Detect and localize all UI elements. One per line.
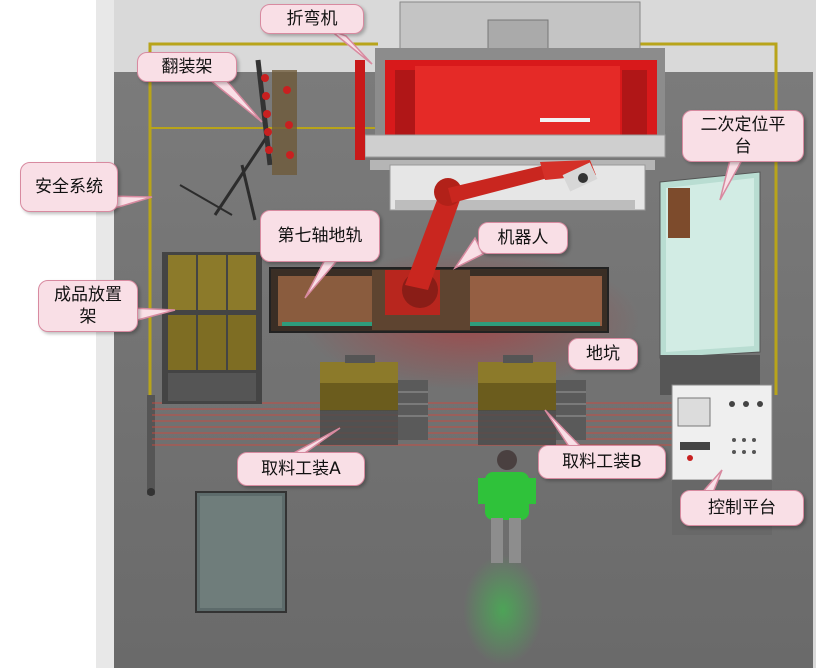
fence-post: [147, 395, 155, 495]
pickup-fixture-b: [478, 355, 586, 445]
workbench: [195, 491, 287, 613]
callout-seventh-axis-rail-text: 第七轴地轨: [277, 226, 363, 246]
operator: [478, 450, 536, 563]
callout-pickup-fixture-a: 取料工装A: [237, 452, 365, 486]
callout-pit-text: 地坑: [586, 344, 620, 364]
secondary-positioning-platform: [659, 171, 761, 395]
callout-pickup-fixture-b: 取料工装B: [538, 445, 666, 479]
callout-control-platform-text: 控制平台: [708, 498, 776, 518]
callout-finished-rack: 成品放置架: [38, 280, 138, 332]
pickup-fixture-a: [320, 355, 428, 445]
callout-seventh-axis-rail: 第七轴地轨: [260, 210, 380, 262]
press-brake: [355, 1, 666, 211]
callout-robot-text: 机器人: [497, 228, 549, 248]
callout-pit: 地坑: [568, 338, 638, 370]
callout-finished-rack-text: 成品放置架: [54, 285, 122, 327]
callout-safety-system: 安全系统: [20, 162, 118, 212]
left-wall-shadow: [96, 0, 114, 668]
callout-bending-machine: 折弯机: [260, 4, 364, 34]
callout-secondary-positioning-text: 二次定位平台: [700, 115, 786, 157]
callout-bending-machine-text: 折弯机: [286, 9, 338, 29]
callout-flip-rack: 翻装架: [137, 52, 237, 82]
callout-pickup-fixture-a-text: 取料工装A: [261, 459, 341, 479]
flip-rack: [179, 59, 297, 221]
callout-secondary-positioning: 二次定位平台: [682, 110, 804, 162]
callout-pointers: [103, 29, 744, 496]
robot-arm: [385, 160, 598, 315]
operator-shadow: [463, 555, 543, 665]
callout-robot: 机器人: [478, 222, 568, 254]
callout-control-platform: 控制平台: [680, 490, 804, 526]
callout-flip-rack-text: 翻装架: [161, 57, 213, 77]
callout-safety-system-text: 安全系统: [35, 177, 103, 197]
callout-pickup-fixture-b-text: 取料工装B: [562, 452, 642, 472]
finished-product-rack: [162, 252, 262, 404]
